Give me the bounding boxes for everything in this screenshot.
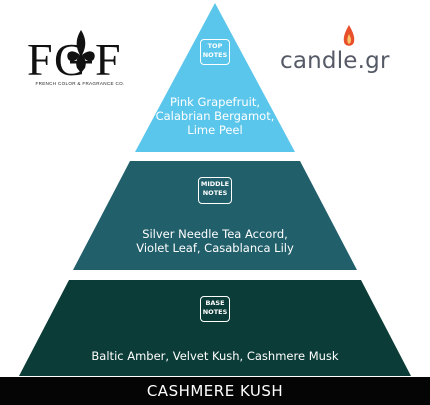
top-note-2: Calabrian Bergamot, [155, 109, 275, 123]
top-notes-badge: TOP NOTES [200, 39, 230, 65]
base-notes-badge: BASE NOTES [200, 296, 230, 322]
middle-tier [73, 161, 357, 270]
top-note-1: Pink Grapefruit, [170, 95, 260, 109]
base-tier [19, 280, 411, 376]
flame-icon [343, 25, 355, 46]
svg-text:F: F [95, 34, 121, 85]
base-notes-list: Baltic Amber, Velvet Kush, Cashmere Musk [80, 349, 350, 363]
fcf-logo: F C F [27, 30, 121, 85]
svg-text:F: F [27, 34, 53, 85]
top-badge-line1: TOP [207, 42, 223, 50]
fcf-caption: FRENCH COLOR & FRAGRANCE CO. [35, 81, 125, 86]
base-badge-line1: BASE [205, 299, 225, 307]
product-band [0, 377, 430, 405]
top-note-3: Lime Peel [187, 123, 243, 137]
top-badge-line2: NOTES [202, 51, 228, 59]
middle-note-1: Silver Needle Tea Accord, [142, 227, 288, 241]
top-notes-list: Pink Grapefruit, Calabrian Bergamot, Lim… [140, 95, 290, 137]
candle-logo: candle.gr [280, 25, 390, 74]
middle-note-2: Violet Leaf, Casablanca Lily [136, 241, 294, 255]
top-tier [135, 3, 295, 152]
middle-badge-line1: MIDDLE [200, 180, 230, 188]
product-name: CASHMERE KUSH [146, 382, 284, 400]
candle-wordmark: candle.gr [280, 48, 390, 74]
base-badge-line2: NOTES [202, 308, 228, 316]
middle-notes-list: Silver Needle Tea Accord, Violet Leaf, C… [120, 227, 310, 255]
middle-notes-badge: MIDDLE NOTES [198, 177, 232, 204]
base-note-1: Baltic Amber, Velvet Kush, Cashmere Musk [91, 349, 339, 363]
middle-badge-line2: NOTES [202, 189, 228, 197]
